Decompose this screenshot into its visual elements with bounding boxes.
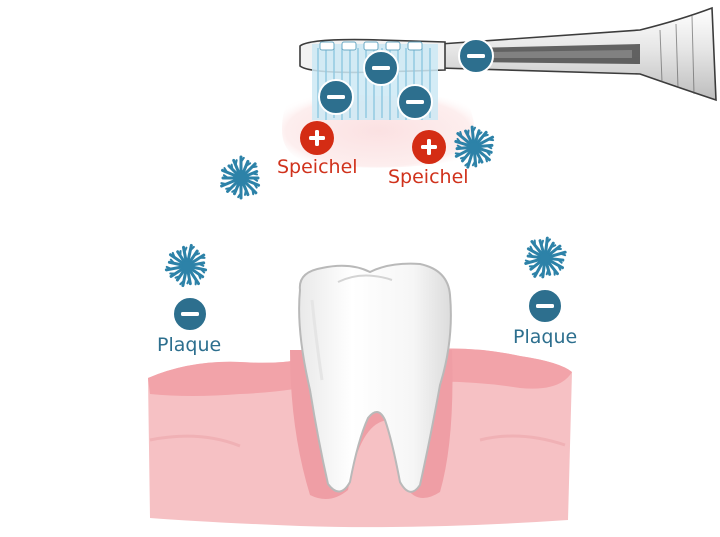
plaque-label-left: Plaque [157,336,221,355]
plus-charge-icon [300,121,334,155]
plaque-label-right: Plaque [513,328,577,347]
minus-charge-icon [319,80,353,114]
saliva-label-right: Speichel [388,168,469,187]
plus-charge-icon [412,130,446,164]
plaque-germ-icon [526,238,565,277]
toothbrush [300,8,716,120]
minus-charge-icon [459,39,493,73]
saliva-label-left: Speichel [277,158,358,177]
plaque-germ-icon [456,127,493,167]
plaque-germ-icon [166,245,205,285]
minus-charge-icon [364,51,398,85]
minus-charge-icon [528,289,562,323]
minus-charge-icon [173,297,207,331]
minus-charge-icon [398,85,432,119]
plaque-germ-icon [221,157,258,198]
